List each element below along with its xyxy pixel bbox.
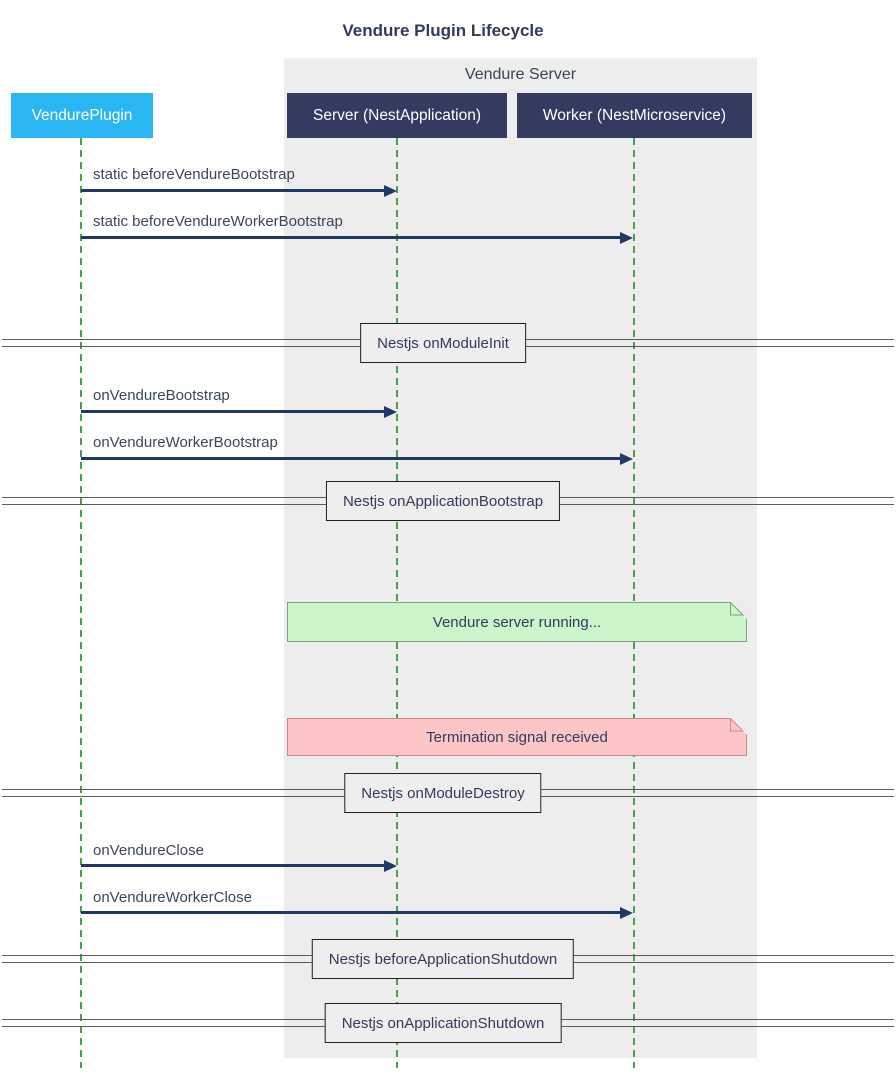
participant-label: VendurePlugin (31, 106, 133, 124)
note-termination-signal: Termination signal received (287, 718, 747, 756)
divider-label: Nestjs onApplicationBootstrap (342, 492, 544, 510)
message-label: static beforeVendureBootstrap (93, 166, 295, 183)
note-label: Termination signal received (426, 728, 608, 746)
message-arrow (81, 452, 633, 465)
message-label: static beforeVendureWorkerBootstrap (93, 213, 343, 230)
participant-worker: Worker (NestMicroservice) (517, 93, 752, 138)
note-fold-icon (730, 602, 747, 619)
vendure-server-group: Vendure Server (284, 58, 757, 1058)
message-label: onVendureClose (93, 842, 204, 859)
note-fold-icon (730, 718, 747, 735)
diagram-title: Vendure Plugin Lifecycle (342, 21, 544, 40)
divider-onmoduleinit: Nestjs onModuleInit (360, 323, 526, 363)
message-arrow (81, 405, 397, 418)
divider-onapplicationbootstrap: Nestjs onApplicationBootstrap (325, 481, 561, 521)
divider-label: Nestjs onModuleInit (377, 334, 509, 352)
message-arrow (81, 184, 397, 197)
message-arrow (81, 859, 397, 872)
divider-label: Nestjs beforeApplicationShutdown (328, 950, 558, 968)
note-server-running: Vendure server running... (287, 602, 747, 642)
message-label: onVendureBootstrap (93, 387, 230, 404)
divider-label: Nestjs onModuleDestroy (361, 784, 525, 802)
participant-label: Worker (NestMicroservice) (542, 106, 727, 124)
note-label: Vendure server running... (432, 613, 602, 631)
participant-server: Server (NestApplication) (287, 93, 507, 138)
divider-label: Nestjs onApplicationShutdown (341, 1014, 545, 1032)
message-arrow (81, 906, 633, 919)
divider-onapplicationshutdown: Nestjs onApplicationShutdown (324, 1003, 562, 1043)
lifeline-vendureplugin (80, 138, 82, 1068)
divider-onmoduledestroy: Nestjs onModuleDestroy (344, 773, 542, 813)
participant-label: Server (NestApplication) (313, 106, 481, 124)
message-label: onVendureWorkerClose (93, 889, 252, 906)
message-label: onVendureWorkerBootstrap (93, 434, 278, 451)
divider-beforeapplicationshutdown: Nestjs beforeApplicationShutdown (311, 939, 575, 979)
participant-vendureplugin: VendurePlugin (11, 93, 153, 138)
message-arrow (81, 231, 633, 244)
group-label: Vendure Server (464, 66, 577, 83)
